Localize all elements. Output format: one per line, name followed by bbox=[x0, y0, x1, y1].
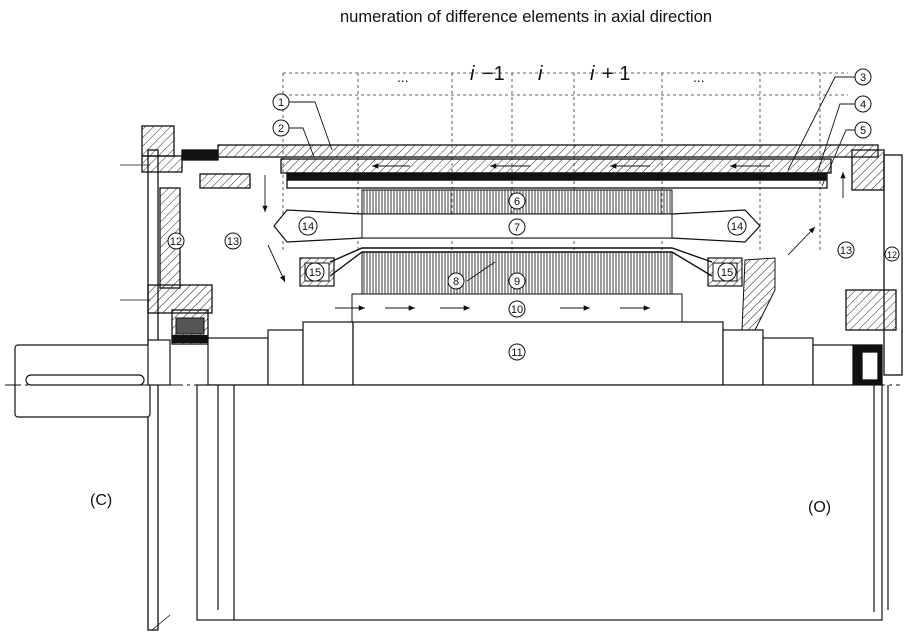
svg-text:5: 5 bbox=[860, 125, 866, 137]
svg-text:1: 1 bbox=[278, 97, 284, 109]
shaft bbox=[14, 321, 889, 621]
svg-text:13: 13 bbox=[840, 245, 852, 257]
index-label-i: i bbox=[538, 63, 543, 85]
svg-text:6: 6 bbox=[514, 196, 520, 208]
svg-text:4: 4 bbox=[860, 99, 866, 111]
figure-title: numeration of difference elements in axi… bbox=[340, 8, 713, 26]
part-numbers bbox=[167, 68, 900, 361]
side-label-c: (C) bbox=[90, 492, 112, 509]
svg-text:3: 3 bbox=[860, 72, 866, 84]
ellipsis-left: ... bbox=[397, 69, 409, 85]
svg-text:14: 14 bbox=[731, 221, 743, 233]
cooling-flow-arrows bbox=[262, 163, 846, 311]
index-label-i-minus: i bbox=[470, 63, 475, 85]
svg-text:14: 14 bbox=[302, 221, 314, 233]
ellipsis-right: ... bbox=[693, 69, 705, 85]
svg-text:10: 10 bbox=[511, 304, 523, 316]
svg-text:15: 15 bbox=[309, 267, 321, 279]
svg-text:12: 12 bbox=[170, 236, 182, 248]
index-label-i-plus: i bbox=[590, 63, 595, 85]
svg-text:2: 2 bbox=[278, 123, 284, 135]
index-suffix-minus: −1 bbox=[482, 63, 505, 85]
svg-text:8: 8 bbox=[453, 276, 459, 288]
index-suffix-plus: + 1 bbox=[602, 63, 630, 85]
svg-text:15: 15 bbox=[721, 267, 733, 279]
axial-grid bbox=[282, 72, 848, 250]
svg-text:12: 12 bbox=[887, 250, 897, 260]
svg-text:7: 7 bbox=[514, 222, 520, 234]
housing bbox=[141, 125, 903, 631]
svg-text:11: 11 bbox=[511, 347, 522, 359]
side-label-o: (O) bbox=[808, 499, 831, 516]
svg-text:9: 9 bbox=[514, 276, 520, 288]
part-number-labels: 1 2 3 4 5 6 7 8 9 10 11 12 13 13 14 14 1… bbox=[170, 72, 897, 359]
svg-text:13: 13 bbox=[227, 236, 239, 248]
